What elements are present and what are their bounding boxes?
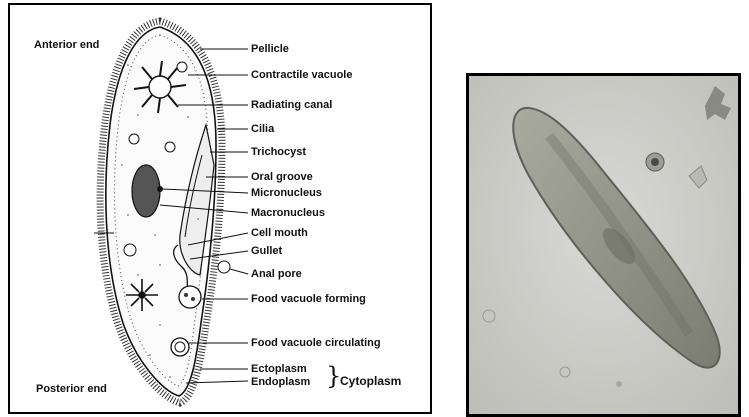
micrograph-image bbox=[469, 76, 738, 414]
cytoplasm-brace: } bbox=[326, 363, 341, 389]
label-contractile-vacuole: Contractile vacuole bbox=[251, 69, 352, 81]
label-ectoplasm: Ectoplasm bbox=[251, 363, 307, 375]
label-pellicle: Pellicle bbox=[251, 43, 289, 55]
label-oral-groove: Oral groove bbox=[251, 171, 313, 183]
paramecium-drawing bbox=[10, 5, 434, 416]
macronucleus bbox=[132, 165, 160, 217]
label-macronucleus: Macronucleus bbox=[251, 207, 325, 219]
label-cytoplasm: Cytoplasm bbox=[340, 374, 401, 388]
anterior-end-label: Anterior end bbox=[34, 39, 99, 51]
label-radiating-canal: Radiating canal bbox=[251, 99, 332, 111]
label-micronucleus: Micronucleus bbox=[251, 187, 322, 199]
food-vacuole-forming bbox=[179, 286, 201, 308]
label-trichocyst: Trichocyst bbox=[251, 146, 306, 158]
posterior-end-label: Posterior end bbox=[36, 383, 107, 395]
label-endoplasm: Endoplasm bbox=[251, 376, 310, 388]
paramecium-photo bbox=[466, 73, 741, 417]
label-gullet: Gullet bbox=[251, 245, 282, 257]
label-food-vacuole-circulating: Food vacuole circulating bbox=[251, 337, 381, 349]
label-cilia: Cilia bbox=[251, 123, 274, 135]
paramecium-diagram: Anterior end Posterior end Pellicle Cont… bbox=[8, 3, 432, 414]
label-anal-pore: Anal pore bbox=[251, 268, 302, 280]
label-food-vacuole-forming: Food vacuole forming bbox=[251, 293, 366, 305]
label-cell-mouth: Cell mouth bbox=[251, 227, 308, 239]
food-vacuole-circulating bbox=[171, 338, 189, 356]
micronucleus bbox=[157, 186, 163, 192]
